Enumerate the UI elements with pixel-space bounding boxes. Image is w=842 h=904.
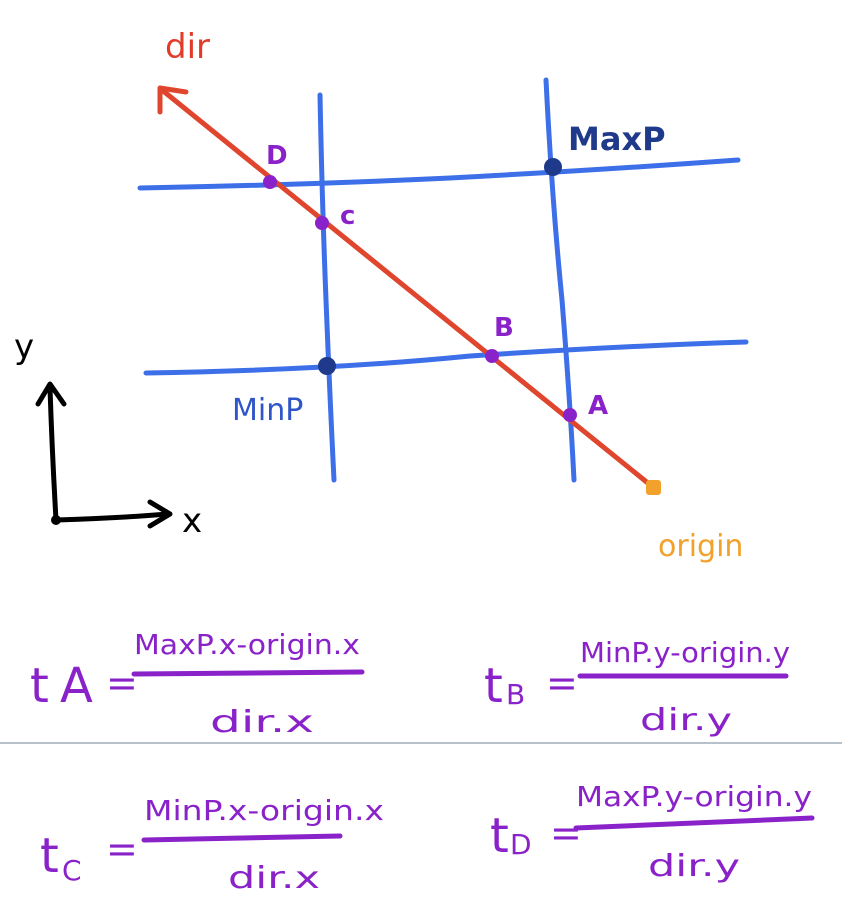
point-a-label: A xyxy=(588,391,608,421)
formula-ta-numerator: MaxP.x-origin.x xyxy=(134,628,360,661)
dir-label: dir xyxy=(165,27,210,67)
formula-ta: t A = MaxP.x-origin.x dir.x xyxy=(30,628,365,740)
formula-tb-sub: B xyxy=(506,678,525,711)
formula-tc-denominator: dir.x xyxy=(228,861,320,896)
formula-td-equals: = xyxy=(550,811,582,855)
bottom-horizontal-line xyxy=(143,339,749,376)
left-vertical-line xyxy=(317,92,337,483)
formula-tb-t: t xyxy=(484,658,503,714)
maxp-point xyxy=(544,158,562,176)
formula-tc-sub: C xyxy=(62,854,82,887)
y-axis-arrowhead xyxy=(35,381,67,407)
minp-label: MinP xyxy=(232,393,303,428)
grid-lines xyxy=(137,77,749,483)
formula-tb: t B = MinP.y-origin.y dir.y xyxy=(484,636,790,738)
formula-tc-numerator: MinP.x-origin.x xyxy=(144,794,384,827)
axes-origin-dot xyxy=(51,515,61,525)
formula-tc-t: t xyxy=(40,828,59,884)
point-d xyxy=(263,175,277,189)
formula-ta-t: t xyxy=(30,658,49,714)
formula-tb-numerator: MinP.y-origin.y xyxy=(580,636,790,669)
x-axis xyxy=(53,511,171,523)
y-axis-label: y xyxy=(14,327,34,367)
formula-tc: t C = MinP.x-origin.x dir.x xyxy=(40,794,384,896)
formula-ta-equals: = xyxy=(106,661,138,705)
point-b-label: B xyxy=(494,313,514,343)
axes xyxy=(35,381,173,529)
minp-point xyxy=(318,357,336,375)
formula-td-fraction-bar xyxy=(573,815,815,831)
formula-td: t D = MaxP.y-origin.y dir.y xyxy=(490,780,815,884)
top-horizontal-line xyxy=(137,157,741,191)
formula-ta-denominator: dir.x xyxy=(210,705,314,740)
formula-td-numerator: MaxP.y-origin.y xyxy=(576,780,812,813)
right-vertical-line xyxy=(543,77,577,483)
point-a xyxy=(563,408,577,422)
maxp-label: MaxP xyxy=(568,120,666,158)
formula-td-denominator: dir.y xyxy=(648,849,740,884)
formula-ta-fraction-bar xyxy=(131,669,365,677)
x-axis-arrowhead xyxy=(147,499,173,529)
point-b xyxy=(485,349,499,363)
y-axis xyxy=(47,385,59,523)
point-c xyxy=(315,216,329,230)
x-axis-label: x xyxy=(182,501,202,541)
formula-tc-fraction-bar xyxy=(141,833,343,843)
point-d-label: D xyxy=(266,141,288,171)
point-c-label: c xyxy=(340,201,355,231)
formula-tc-equals: = xyxy=(106,827,138,871)
formula-tb-equals: = xyxy=(546,661,578,705)
origin-label: origin xyxy=(658,529,743,564)
formula-tb-denominator: dir.y xyxy=(640,703,732,738)
formula-ta-sub: A xyxy=(60,658,93,714)
formula-td-t: t xyxy=(490,808,509,864)
formula-td-sub: D xyxy=(510,828,532,861)
origin-point xyxy=(646,480,661,495)
ray-arrowhead xyxy=(157,85,189,115)
